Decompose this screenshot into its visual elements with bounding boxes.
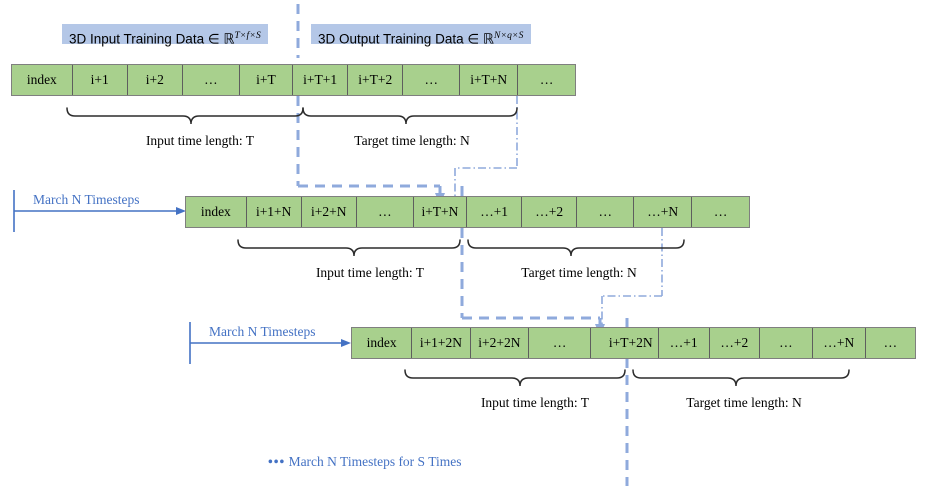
row3-cell-1[interactable]: i+1+2N — [412, 328, 471, 358]
march-label-row3: March N Timesteps — [209, 324, 316, 339]
row1-cell-4[interactable]: i+T — [240, 65, 294, 95]
legend-dots-icon: ••• — [268, 454, 286, 469]
row2-cell-index[interactable]: index — [186, 197, 247, 227]
callout-output-training-data: 3D Output Training Data ∈ ℝN×q×S — [311, 24, 531, 48]
row3-cell-4[interactable]: i+T+2N — [604, 328, 659, 358]
callout-output-superscript: N×q×S — [493, 31, 524, 41]
brace-row2-target — [467, 239, 685, 257]
row2-cell-2[interactable]: i+2+N — [302, 197, 357, 227]
row2-cell-8[interactable]: …+N — [634, 197, 693, 227]
row3-cell-6[interactable]: …+2 — [710, 328, 760, 358]
row1-input-caption: Input time length: T — [145, 133, 255, 148]
row2-target-caption: Target time length: N — [521, 265, 637, 280]
row2-cell-5[interactable]: …+1 — [467, 197, 523, 227]
timeline-row-1: index i+1 i+2 … i+T i+T+1 i+T+2 … i+T+N … — [11, 64, 576, 96]
row3-cell-5[interactable]: …+1 — [659, 328, 710, 358]
row3-cell-3[interactable]: … — [529, 328, 592, 358]
legend-text: March N Timesteps for S Times — [288, 454, 462, 469]
march-arrow-row3-head — [341, 339, 351, 347]
row1-cell-3[interactable]: … — [183, 65, 240, 95]
row2-input-caption: Input time length: T — [315, 265, 425, 280]
row1-cell-6[interactable]: i+T+2 — [348, 65, 404, 95]
row3-cell-7[interactable]: … — [760, 328, 813, 358]
row2-cell-4[interactable]: i+T+N — [414, 197, 468, 227]
brace-row1-input — [66, 107, 304, 125]
row3-cell-index[interactable]: index — [352, 328, 413, 358]
row1-target-caption: Target time length: N — [354, 133, 470, 148]
row1-cell-index[interactable]: index — [12, 65, 73, 95]
row3-input-caption: Input time length: T — [480, 395, 590, 410]
row1-cell-7[interactable]: … — [403, 65, 461, 95]
timeline-row-2: index i+1+N i+2+N … i+T+N …+1 …+2 … …+N … — [185, 196, 750, 228]
brace-row1-target — [302, 107, 518, 125]
brace-row2-input — [237, 239, 461, 257]
march-label-row2: March N Timesteps — [33, 192, 140, 207]
callout-input-symbol: ℝ — [223, 32, 235, 48]
row3-cell-8[interactable]: …+N — [813, 328, 866, 358]
row2-cell-6[interactable]: …+2 — [522, 197, 578, 227]
row2-cell-3[interactable]: … — [357, 197, 414, 227]
brace-row3-input — [404, 369, 626, 387]
row1-cell-2[interactable]: i+2 — [128, 65, 183, 95]
callout-output-symbol: ℝ — [482, 32, 494, 48]
row2-cell-7[interactable]: … — [577, 197, 635, 227]
row1-cell-5[interactable]: i+T+1 — [293, 65, 349, 95]
callout-input-training-data: 3D Input Training Data ∈ ℝT×f×S — [62, 24, 268, 48]
callout-input-superscript: T×f×S — [234, 31, 261, 41]
row2-cell-9[interactable]: … — [713, 204, 728, 219]
row1-cell-9[interactable]: … — [539, 72, 554, 87]
row1-cell-8[interactable]: i+T+N — [460, 65, 519, 95]
row3-target-caption: Target time length: N — [686, 395, 802, 410]
callout-input-text: 3D Input Training Data ∈ — [69, 31, 220, 47]
row3-cell-4-spacerleft — [591, 328, 604, 358]
callout-output-text: 3D Output Training Data ∈ — [318, 31, 480, 47]
brace-row3-target — [632, 369, 850, 387]
march-connector-2 — [462, 316, 602, 327]
timeline-row-3: index i+1+2N i+2+2N … i+T+2N …+1 …+2 … …… — [351, 327, 916, 359]
march-connector-1 — [298, 184, 442, 196]
row2-cell-1[interactable]: i+1+N — [247, 197, 302, 227]
row1-cell-1[interactable]: i+1 — [73, 65, 128, 95]
row3-cell-9[interactable]: … — [883, 335, 898, 350]
row3-cell-2[interactable]: i+2+2N — [471, 328, 530, 358]
legend-march-s-times: ••• March N Timesteps for S Times — [268, 454, 461, 470]
